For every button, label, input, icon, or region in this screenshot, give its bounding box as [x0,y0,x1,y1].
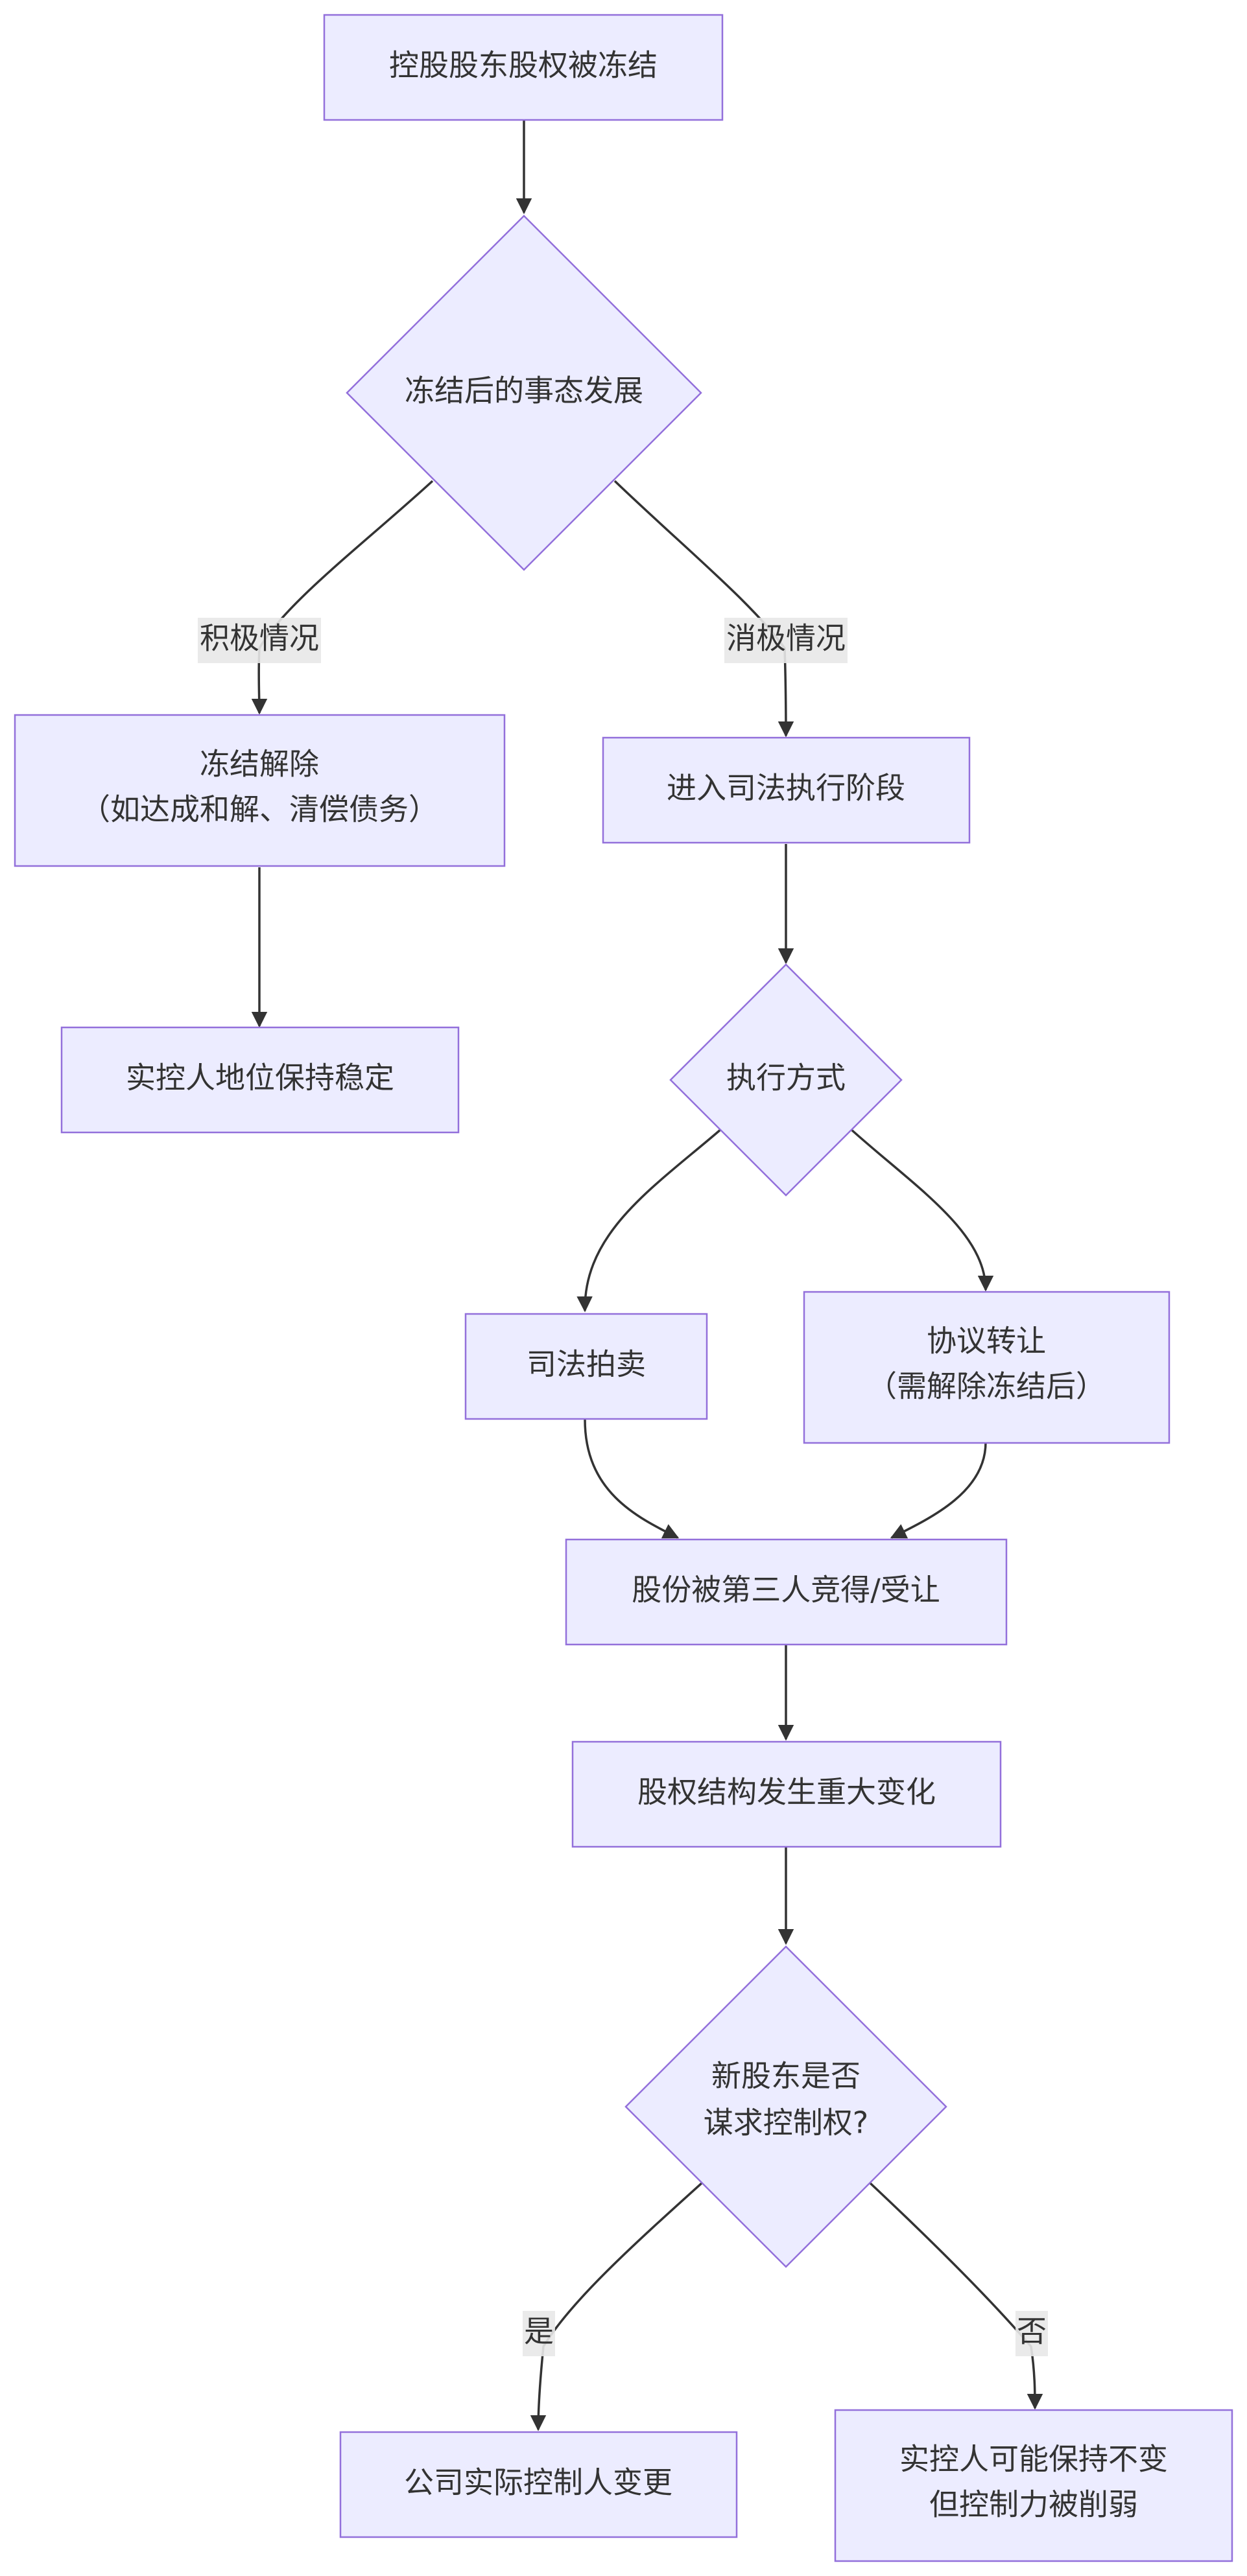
node-freeze-lifted: 冻结解除 （如达成和解、清偿债务） [14,714,506,867]
node-judicial-execution: 进入司法执行阶段 [602,736,971,844]
edge-n11-n12 [530,2182,703,2431]
svg-text:公司实际控制人变更: 公司实际控制人变更 [404,2465,672,2500]
svg-text:股权结构发生重大变化: 股权结构发生重大变化 [637,1775,936,1810]
node-agreement-transfer: 协议转让 （需解除冻结后） [803,1291,1170,1444]
svg-text:但控制力被削弱: 但控制力被削弱 [929,2487,1138,2522]
svg-text:股份被第三人竞得/受让: 股份被第三人竞得/受让 [632,1573,940,1608]
node-shares-acquired: 股份被第三人竞得/受让 [565,1538,1008,1646]
decision-seek-control: 新股东是否 谋求控制权? [624,1945,947,2268]
svg-text:是: 是 [524,2314,554,2349]
edge-n11-n13 [869,2182,1043,2410]
svg-text:新股东是否: 新股东是否 [711,2059,861,2094]
edge-n7-n9 [584,1419,680,1539]
edge-n2-n4 [613,480,794,738]
svg-text:司法拍卖: 司法拍卖 [527,1347,646,1382]
svg-text:（如达成和解、清偿债务）: （如达成和解、清偿债务） [80,792,438,827]
svg-text:实控人可能保持不变: 实控人可能保持不变 [899,2442,1168,2477]
edge-n2-n3 [251,480,434,715]
svg-text:实控人地位保持稳定: 实控人地位保持稳定 [126,1060,394,1095]
edge-label-positive: 积极情况 [198,618,321,663]
node-controller-changed: 公司实际控制人变更 [339,2431,738,2538]
svg-text:积极情况: 积极情况 [200,621,319,656]
edge-n6-n7 [576,1128,722,1313]
decision-execution-method: 执行方式 [669,963,903,1197]
edge-label-yes: 是 [523,2311,555,2356]
decision-development: 冻结后的事态发展 [346,215,702,571]
svg-text:进入司法执行阶段: 进入司法执行阶段 [667,771,905,806]
svg-text:消极情况: 消极情况 [726,621,846,656]
svg-text:否: 否 [1017,2314,1047,2349]
svg-text:执行方式: 执行方式 [726,1060,846,1095]
edge-label-no: 否 [1015,2311,1048,2356]
edge-label-negative: 消极情况 [724,618,848,663]
svg-text:冻结解除: 冻结解除 [200,747,319,782]
svg-text:控股股东股权被冻结: 控股股东股权被冻结 [389,48,658,83]
edge-n8-n9 [890,1442,987,1539]
edge-n6-n8 [849,1128,994,1292]
node-controller-weakened: 实控人可能保持不变 但控制力被削弱 [834,2409,1233,2562]
node-structure-change: 股权结构发生重大变化 [571,1740,1002,1848]
svg-text:冻结后的事态发展: 冻结后的事态发展 [405,373,643,408]
svg-text:谋求控制权?: 谋求控制权? [704,2105,868,2140]
svg-text:协议转让: 协议转让 [927,1324,1046,1359]
node-equity-frozen: 控股股东股权被冻结 [323,14,724,121]
node-controller-stable: 实控人地位保持稳定 [60,1026,460,1134]
svg-text:（需解除冻结后）: （需解除冻结后） [867,1369,1106,1404]
node-judicial-auction: 司法拍卖 [464,1313,708,1420]
